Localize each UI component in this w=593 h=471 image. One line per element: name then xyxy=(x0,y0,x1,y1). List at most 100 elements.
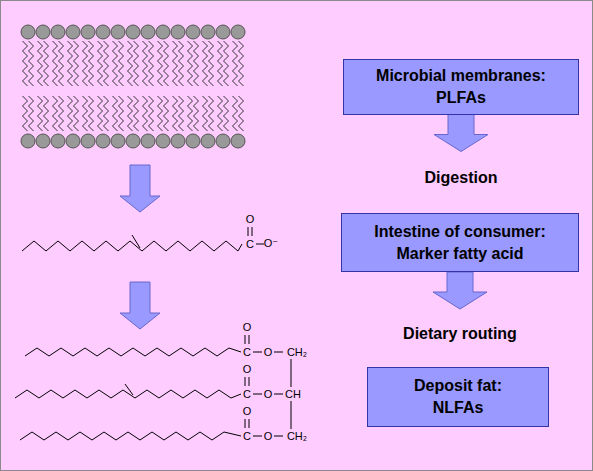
membrane-bilayer xyxy=(21,25,245,148)
lipid-head xyxy=(36,134,50,148)
atom-label: O⁻ xyxy=(264,238,278,249)
atom-label: O xyxy=(243,406,252,417)
flow-arrows xyxy=(120,165,160,329)
lipid-head xyxy=(66,134,80,148)
glycerol-bond xyxy=(291,359,292,387)
lipid-tail xyxy=(128,96,133,131)
process-box: Intestine of consumer: Marker fatty acid xyxy=(341,213,579,272)
atom-label: O xyxy=(246,214,255,225)
atom-label: C xyxy=(243,389,251,400)
double-bond xyxy=(125,384,133,395)
lipid-tail xyxy=(89,41,94,86)
lipid-tail xyxy=(104,41,109,86)
lipid-head xyxy=(51,134,65,148)
lipid-tail xyxy=(188,96,193,131)
lipid-head xyxy=(66,25,80,39)
lipid-tail xyxy=(53,41,58,86)
process-box: Deposit fat: NLFAs xyxy=(367,367,549,427)
box-text: Microbial membranes: PLFAs xyxy=(361,65,561,108)
lipid-tail xyxy=(239,96,244,131)
lipid-tail xyxy=(89,96,94,131)
ester-bond xyxy=(274,352,283,353)
lipid-head xyxy=(141,134,155,148)
ester-bond xyxy=(253,352,262,353)
lipid-head xyxy=(36,25,50,39)
lipid-head xyxy=(171,134,185,148)
carbonyl-bond xyxy=(249,335,250,344)
lipid-tail xyxy=(209,96,214,131)
atom-label: C xyxy=(246,239,254,250)
lipid-head xyxy=(201,134,215,148)
lipid-tail xyxy=(233,96,238,131)
lipid-tail xyxy=(188,41,193,86)
lipid-head xyxy=(171,25,185,39)
atom-label: CH xyxy=(285,389,301,400)
lipid-tail xyxy=(128,41,133,86)
lipid-tail xyxy=(173,41,178,86)
lipid-tail xyxy=(59,41,64,86)
lipid-head xyxy=(216,25,230,39)
atom-label: O xyxy=(264,347,273,358)
lipid-tail xyxy=(158,41,163,86)
lipid-head xyxy=(96,134,110,148)
lipid-head xyxy=(186,134,200,148)
carbonyl-bond xyxy=(249,419,250,428)
lipid-tail xyxy=(143,96,148,131)
lipid-tail xyxy=(239,41,244,86)
carbon-chain xyxy=(20,432,241,440)
atom-label: CH₂ xyxy=(287,347,307,358)
lipid-tail xyxy=(29,41,34,86)
glycerol-bond xyxy=(291,401,292,429)
carbon-chain xyxy=(15,390,241,398)
lipid-head xyxy=(156,134,170,148)
lipid-head xyxy=(126,25,140,39)
carbonyl-bond xyxy=(248,227,249,236)
lipid-tail xyxy=(143,41,148,86)
lipid-tail xyxy=(179,96,184,131)
lipid-head xyxy=(201,25,215,39)
lipid-head xyxy=(231,25,245,39)
carbonyl-bond xyxy=(249,377,250,386)
lipid-tail xyxy=(68,96,73,131)
ester-bond xyxy=(253,436,262,437)
block-arrow xyxy=(120,282,160,329)
lipid-tail xyxy=(233,41,238,86)
carbonyl-bond xyxy=(252,227,253,236)
lipid-tail xyxy=(203,96,208,131)
lipid-head xyxy=(126,134,140,148)
lipid-head xyxy=(156,25,170,39)
lipid-head xyxy=(111,25,125,39)
lipid-tail xyxy=(164,41,169,86)
lipid-tail xyxy=(53,96,58,131)
lipid-tail xyxy=(38,96,43,131)
lipid-tail xyxy=(113,96,118,131)
atom-label: CH₂ xyxy=(287,431,307,442)
lipid-tail xyxy=(98,96,103,131)
lipid-tail xyxy=(83,41,88,86)
lipid-tail xyxy=(194,41,199,86)
ester-bond xyxy=(274,436,283,437)
lipid-head xyxy=(96,25,110,39)
atom-label: O xyxy=(264,389,273,400)
lipid-tail xyxy=(83,96,88,131)
edge-label: Digestion xyxy=(425,169,498,187)
carbon-chain xyxy=(22,241,242,251)
lipid-tail xyxy=(68,41,73,86)
lipid-tail xyxy=(98,41,103,86)
atom-label: C xyxy=(243,347,251,358)
lipid-tail xyxy=(134,41,139,86)
lipid-tail xyxy=(149,96,154,131)
lipid-tail xyxy=(74,96,79,131)
process-box: Microbial membranes: PLFAs xyxy=(343,59,579,115)
atom-label: O xyxy=(243,364,252,375)
atom-label: C xyxy=(243,431,251,442)
edge-label: Dietary routing xyxy=(403,325,517,343)
carbon-chain xyxy=(25,348,241,356)
lipid-tail xyxy=(203,41,208,86)
lipid-tail xyxy=(194,96,199,131)
lipid-head xyxy=(21,25,35,39)
lipid-tail xyxy=(164,96,169,131)
lipid-tail xyxy=(179,41,184,86)
